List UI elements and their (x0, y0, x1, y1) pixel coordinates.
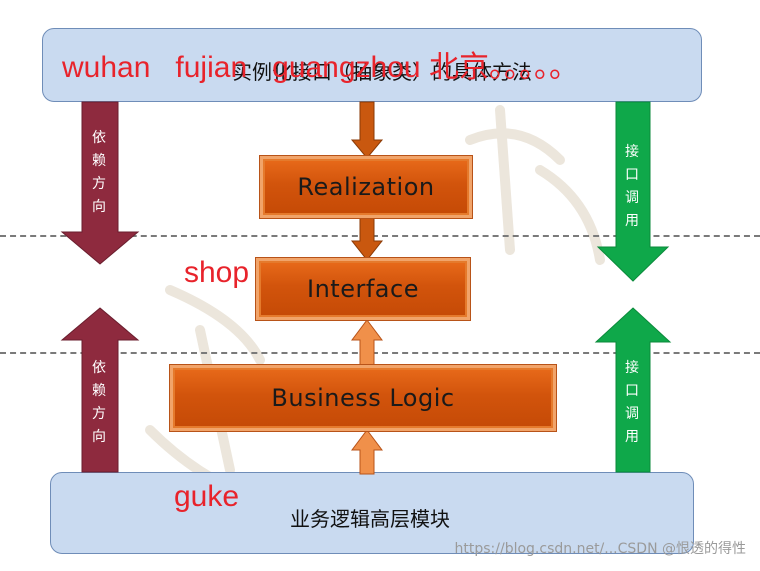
realization-label: Realization (297, 173, 435, 201)
right-bottom-interface-call-label: 接 口 调 用 (625, 357, 639, 449)
upper-dashed-separator (0, 235, 760, 237)
left-top-label-char-3: 方 (92, 176, 106, 192)
left-top-dependency-arrow (60, 101, 140, 265)
arrow-realization-to-interface (350, 216, 384, 261)
left-top-label-char-2: 赖 (92, 153, 106, 169)
left-bottom-label-char-1: 依 (92, 360, 106, 376)
arrow-band-to-business (351, 429, 383, 475)
right-bottom-label-char-1: 接 (625, 360, 639, 376)
right-bottom-label-char-4: 用 (625, 429, 639, 445)
right-top-interface-call-arrow (596, 101, 670, 282)
lower-dashed-separator (0, 352, 760, 354)
left-top-dependency-label: 依 赖 方 向 (92, 127, 106, 219)
business-logic-box: Business Logic (170, 365, 556, 431)
left-top-label-char-1: 依 (92, 130, 106, 146)
interface-label: Interface (307, 275, 419, 303)
left-bottom-dependency-label: 依 赖 方 向 (92, 357, 106, 449)
right-bottom-label-char-2: 口 (625, 383, 639, 399)
overlay-top-label: wuhan fujian guangzhou 北京。。。。。 (62, 51, 579, 84)
bottom-high-level-band (50, 472, 694, 554)
bottom-band-text: 业务逻辑高层模块 (290, 507, 450, 531)
right-bottom-interface-call-arrow (594, 307, 672, 473)
overlay-guke-label: guke (174, 480, 240, 513)
left-bottom-dependency-arrow (60, 307, 140, 473)
right-top-label-char-4: 用 (625, 213, 639, 229)
interface-box: Interface (256, 258, 470, 320)
left-bottom-label-char-2: 赖 (92, 383, 106, 399)
right-top-label-char-2: 口 (625, 167, 639, 183)
arrow-band-to-realization (350, 101, 384, 159)
top-implementation-band (42, 28, 702, 102)
source-watermark: https://blog.csdn.net/...CSDN @恨透的得性 (454, 541, 746, 557)
realization-box: Realization (260, 156, 472, 218)
business-logic-label: Business Logic (271, 384, 455, 412)
overlay-shop-label: shop (184, 256, 250, 289)
left-bottom-label-char-4: 向 (92, 429, 106, 445)
left-bottom-label-char-3: 方 (92, 406, 106, 422)
right-top-label-char-3: 调 (625, 190, 639, 206)
right-top-interface-call-label: 接 口 调 用 (625, 141, 639, 233)
right-top-label-char-1: 接 (625, 144, 639, 160)
left-top-label-char-4: 向 (92, 199, 106, 215)
right-bottom-label-char-3: 调 (625, 406, 639, 422)
arrow-business-to-interface (351, 319, 383, 367)
top-band-text: 实例化接口（抽象类）的具体方法 (232, 60, 532, 84)
